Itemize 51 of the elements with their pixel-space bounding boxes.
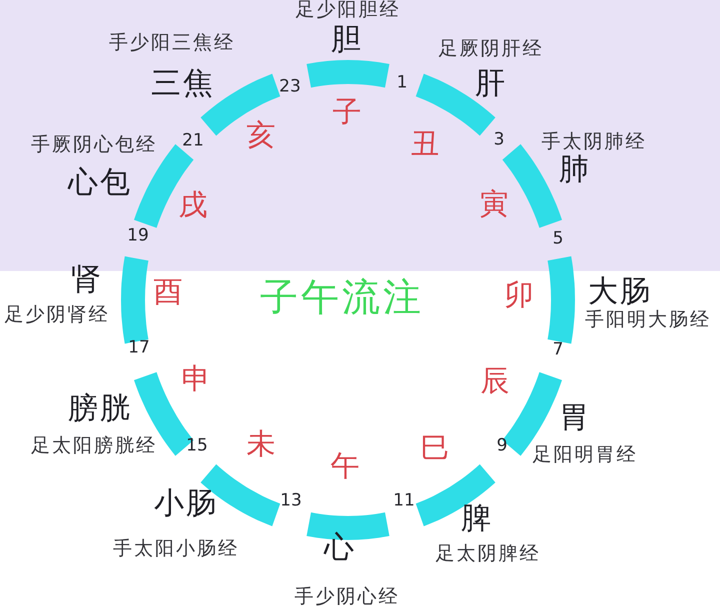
branch-character: 卯 (504, 280, 534, 310)
meridian-label: 足少阳胆经 (296, 0, 400, 20)
branch-character: 子 (332, 98, 362, 126)
meridian-label: 手阳明大肠经 (585, 310, 711, 330)
meridian-label: 手太阳小肠经 (113, 540, 239, 558)
hour-number: 5 (552, 230, 564, 248)
branch-character: 巳 (420, 434, 450, 462)
meridian-label: 手太阴肺经 (542, 132, 646, 152)
branch-character: 酉 (154, 278, 182, 306)
organ-label: 小肠 (154, 489, 218, 519)
meridian-label: 手少阳三焦经 (109, 34, 235, 52)
meridian-label: 手厥阴心包经 (31, 136, 157, 154)
diagram-title: 子午流注 (260, 278, 424, 316)
branch-character: 申 (182, 364, 210, 394)
branch-character: 亥 (246, 120, 276, 150)
branch-character: 未 (246, 430, 276, 458)
hour-number: 15 (186, 438, 208, 454)
hour-number: 11 (393, 492, 415, 510)
hour-number: 1 (396, 74, 408, 92)
arc-segment (306, 60, 390, 88)
hour-number: 19 (127, 228, 149, 244)
organ-label: 大肠 (588, 277, 652, 307)
organ-label: 三焦 (151, 69, 215, 99)
hour-number: 17 (128, 340, 150, 356)
branch-character: 丑 (410, 130, 440, 158)
organ-label: 肝 (475, 69, 507, 99)
organ-label: 脾 (461, 504, 493, 534)
meridian-label: 足厥阴肝经 (438, 40, 544, 58)
hour-number: 13 (280, 492, 302, 510)
organ-label: 肺 (559, 155, 591, 185)
hour-number: 3 (494, 132, 504, 148)
branch-character: 戌 (178, 190, 208, 220)
arc-segment (548, 256, 575, 344)
branch-character: 辰 (480, 366, 510, 396)
meridian-label: 手少阴心经 (294, 588, 400, 606)
organ-label: 心 (324, 533, 356, 563)
organ-label: 胆 (331, 25, 363, 55)
meridian-label: 足阳明胃经 (532, 446, 638, 464)
meridian-label: 足太阴脾经 (436, 544, 540, 564)
organ-label: 胃 (559, 403, 591, 433)
organ-label: 膀胱 (68, 394, 132, 424)
hour-number: 7 (552, 342, 564, 358)
meridian-label: 足太阳膀胱经 (31, 436, 157, 456)
organ-label: 心包 (68, 168, 132, 198)
branch-character: 午 (330, 452, 360, 480)
meridian-label: 足少阴肾经 (4, 306, 110, 324)
hour-number: 23 (279, 78, 301, 96)
hour-number: 9 (496, 438, 508, 454)
organ-label: 肾 (71, 265, 103, 295)
branch-character: 寅 (480, 190, 508, 218)
hour-number: 21 (182, 132, 204, 150)
